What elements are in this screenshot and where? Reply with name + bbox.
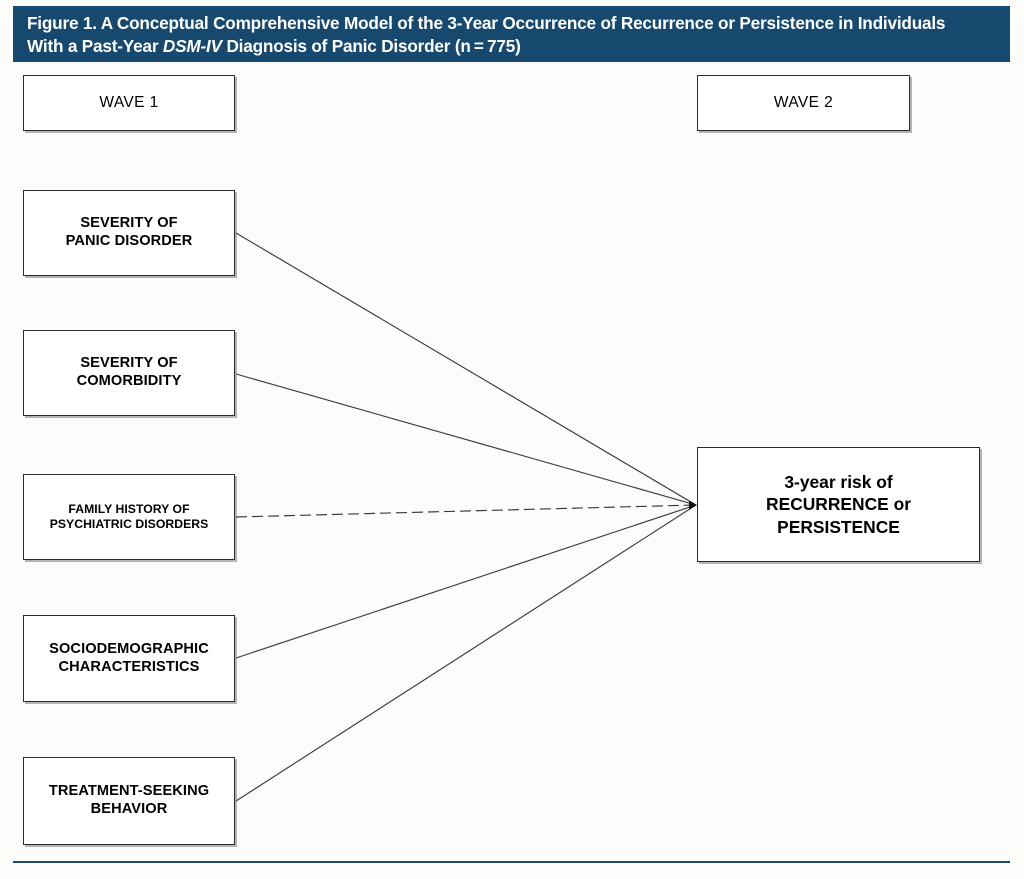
predictor-box-severity-panic-disorder: SEVERITY OF PANIC DISORDER xyxy=(23,190,235,276)
outcome-label: 3-year risk of RECURRENCE or PERSISTENCE xyxy=(766,471,911,537)
connector-arrowhead xyxy=(689,500,697,510)
figure-title-banner: Figure 1. A Conceptual Comprehensive Mod… xyxy=(13,6,1010,62)
connector-line-severity-panic-disorder xyxy=(235,232,697,506)
connector-line-treatment-seeking xyxy=(235,504,697,802)
predictor-box-family-history: FAMILY HISTORY OF PSYCHIATRIC DISORDERS xyxy=(23,474,235,560)
connector-line-family-history xyxy=(235,504,697,518)
figure-title-line1: Figure 1. A Conceptual Comprehensive Mod… xyxy=(27,13,946,33)
predictor-label-severity-comorbidity: SEVERITY OF COMORBIDITY xyxy=(76,355,182,389)
outcome-box-recurrence-persistence: 3-year risk of RECURRENCE or PERSISTENCE xyxy=(697,447,980,562)
connector-line-severity-comorbidity xyxy=(235,373,697,506)
predictor-box-severity-comorbidity: SEVERITY OF COMORBIDITY xyxy=(23,330,235,416)
predictor-label-treatment-seeking: TREATMENT-SEEKING BEHAVIOR xyxy=(48,783,210,817)
figure-title-italic-dsm: DSM-IV xyxy=(162,36,222,56)
wave-2-label: WAVE 2 xyxy=(773,93,834,111)
predictor-label-severity-panic-disorder: SEVERITY OF PANIC DISORDER xyxy=(65,215,193,249)
predictor-label-sociodemographic: SOCIODEMOGRAPHIC CHARACTERISTICS xyxy=(49,640,209,675)
wave-1-box: WAVE 1 xyxy=(23,75,235,131)
predictor-box-sociodemographic: SOCIODEMOGRAPHIC CHARACTERISTICS xyxy=(23,615,235,702)
connector-line-sociodemographic xyxy=(235,504,697,659)
wave-2-box: WAVE 2 xyxy=(697,75,910,131)
figure-title-line2-before: With a Past-Year xyxy=(27,36,163,56)
predictor-box-treatment-seeking: TREATMENT-SEEKING BEHAVIOR xyxy=(23,757,235,845)
footer-divider-rule xyxy=(13,861,1010,863)
figure-title-line2-after: Diagnosis of Panic Disorder (n = 775) xyxy=(221,36,521,56)
wave-1-label: WAVE 1 xyxy=(99,93,159,111)
predictor-label-family-history: FAMILY HISTORY OF PSYCHIATRIC DISORDERS xyxy=(49,502,209,531)
